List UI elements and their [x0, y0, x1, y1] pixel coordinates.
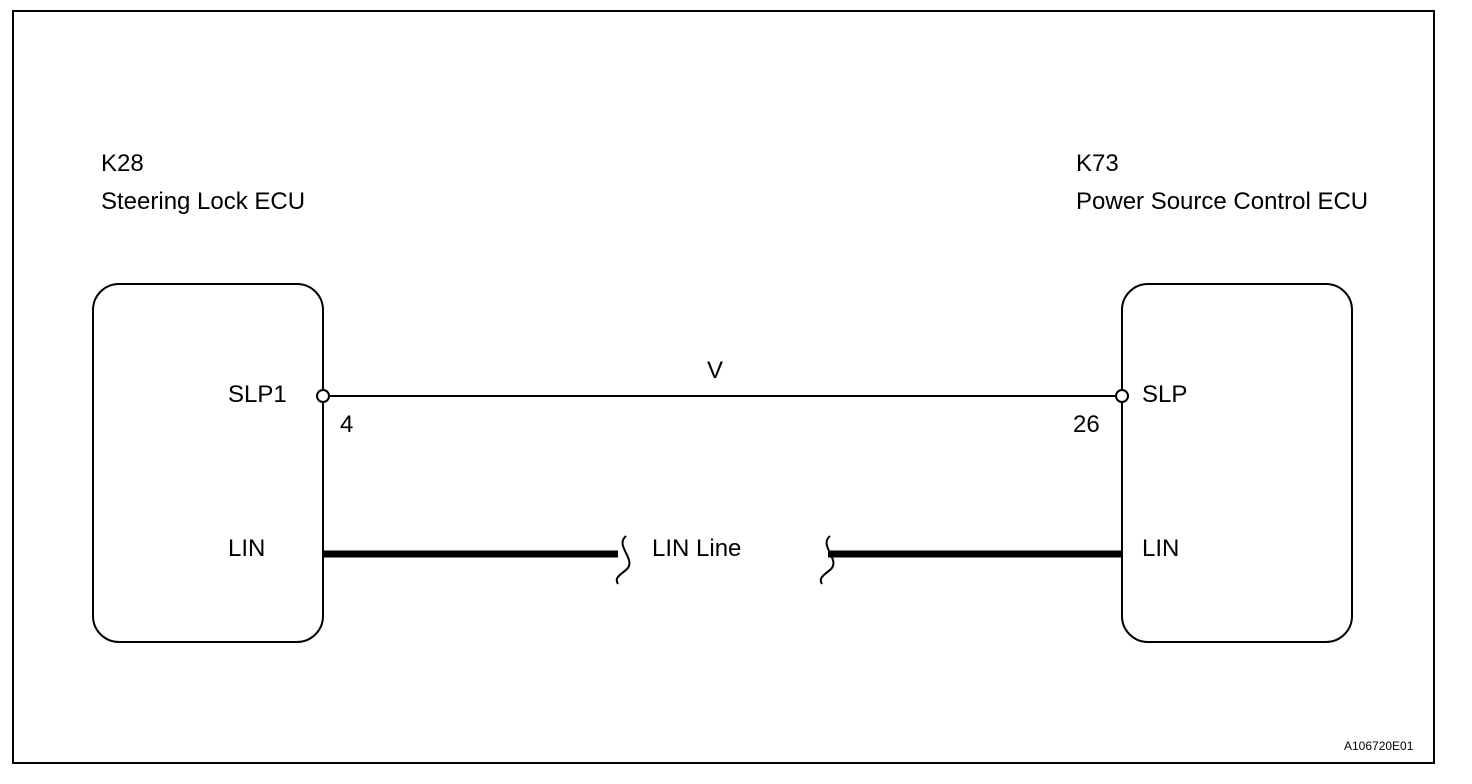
- right-terminal: [1115, 389, 1129, 403]
- left-signal-pin-label: SLP1: [228, 381, 287, 408]
- right-ecu-name: Power Source Control ECU: [1076, 188, 1369, 215]
- left-ecu-name: Steering Lock ECU: [101, 188, 306, 215]
- right-ecu-box: [1121, 283, 1353, 643]
- lin-break-left: [615, 535, 631, 585]
- right-signal-pin-label: SLP: [1142, 381, 1188, 408]
- right-connector-code: K73: [1076, 150, 1119, 177]
- left-ecu-box: [92, 283, 324, 643]
- left-lin-pin-label: LIN: [228, 535, 266, 562]
- lin-line-label: LIN Line: [652, 535, 742, 562]
- left-signal-pin-number: 4: [340, 411, 354, 438]
- right-lin-pin-label: LIN: [1142, 535, 1180, 562]
- wire-color-label: V: [707, 357, 724, 384]
- diagram-frame: [12, 10, 1435, 764]
- left-connector-code: K28: [101, 150, 144, 177]
- left-terminal: [316, 389, 330, 403]
- lin-break-right: [819, 535, 835, 585]
- figure-id: A106720E01: [1344, 739, 1414, 753]
- right-signal-pin-number: 26: [1073, 411, 1100, 438]
